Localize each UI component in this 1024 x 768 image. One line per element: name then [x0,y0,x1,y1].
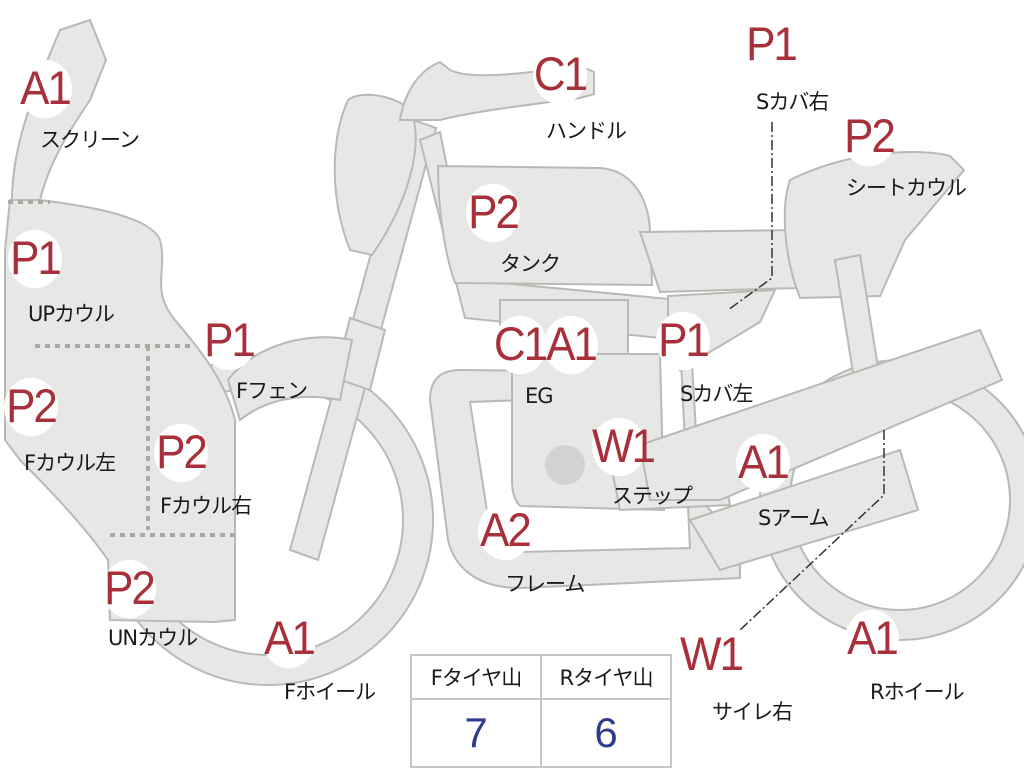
leader-muffler-right [739,430,885,631]
label-r-wheel: Rホイール [870,680,965,704]
badge-step: W1 [592,417,656,477]
badge-swingarm: A1 [736,433,790,493]
label-seat-cowl: シートカウル [846,176,967,200]
badge-engine-a: A1 [544,315,598,375]
badge-seat-cowl: P2 [842,107,896,167]
rear-tire-header: Rタイヤ山 [540,654,672,700]
label-f-cowl-right: Fカウル右 [160,494,252,518]
muffler-shape [688,448,920,572]
label-f-fender: Fフェン [236,379,308,403]
seat-shape [638,228,802,294]
label-frame: フレーム [505,572,585,596]
badge-f-wheel: A1 [262,609,316,669]
badge-f-cowl-right: P2 [154,423,208,483]
label-f-cowl-left: Fカウル左 [24,451,116,475]
badge-f-fender: P1 [202,311,256,371]
badge-tank: P2 [466,183,520,243]
front-tire-value: 7 [410,698,542,768]
front-fender-shape [226,336,354,422]
swingarm-shape [638,328,1004,501]
label-muffler-right: サイレ右 [712,700,793,724]
badge-handle: C1 [533,45,588,105]
front-tire-header: Fタイヤ山 [410,654,542,700]
label-handle: ハンドル [546,119,627,143]
label-scover-right: Sカバ右 [756,90,829,114]
badge-f-cowl-left: P2 [4,377,58,437]
tire-tread-table: Fタイヤ山 Rタイヤ山 7 6 [410,654,672,768]
badge-r-wheel: A1 [845,609,899,669]
headlight-shape [333,93,417,257]
label-scover-left: Sカバ左 [680,382,753,406]
badge-scover-right: P1 [744,15,798,75]
badge-scover-left: P1 [656,311,710,371]
badge-screen: A1 [18,59,72,119]
label-un-cowl: UNカウル [108,626,198,650]
label-screen: スクリーン [40,128,140,152]
label-swingarm: Sアーム [758,506,829,530]
label-tank: タンク [500,252,561,276]
label-up-cowl: UPカウル [28,302,115,326]
label-engine: EG [525,384,554,408]
label-step: ステップ [612,484,693,508]
badge-up-cowl: P1 [8,229,62,289]
rear-tire-value: 6 [540,698,672,768]
badge-frame: A2 [478,501,532,561]
label-f-wheel: Fホイール [284,680,376,704]
badge-un-cowl: P2 [102,559,156,619]
badge-engine-c: C1 [493,315,548,375]
badge-muffler-right: W1 [680,625,744,685]
cowl-shape [4,199,236,624]
engine-cover [545,445,585,485]
